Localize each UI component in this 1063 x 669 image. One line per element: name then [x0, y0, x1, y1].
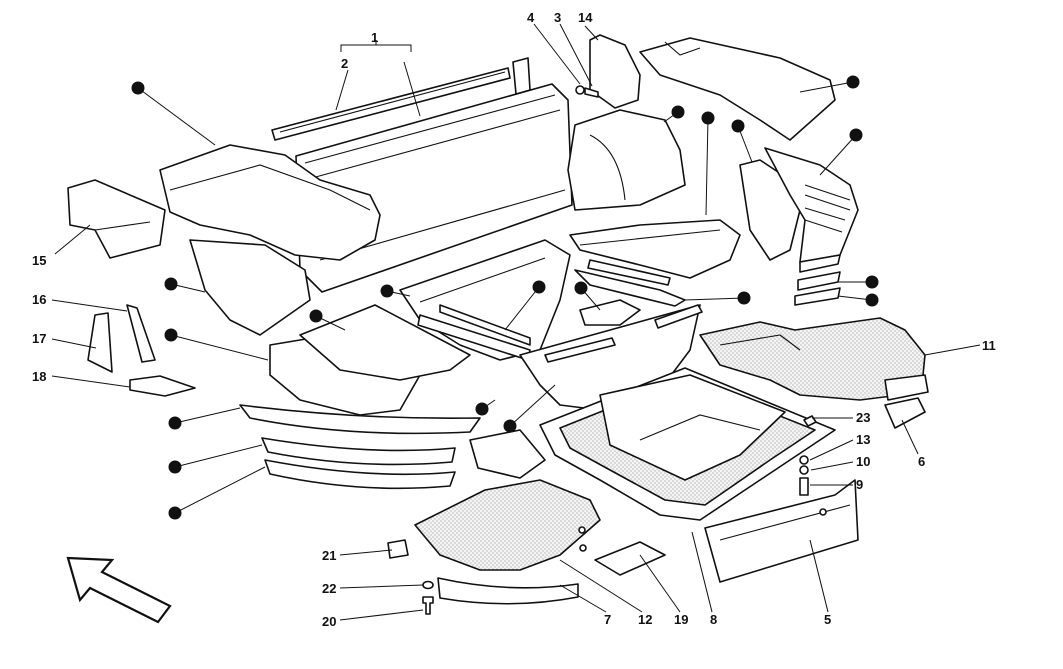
- callout-18: 18: [32, 369, 46, 384]
- callout-20: 20: [322, 614, 336, 629]
- callout-7: 7: [604, 612, 611, 627]
- callout-6: 6: [918, 454, 925, 469]
- marker-dot: [701, 111, 715, 125]
- front-trim-panel-5: [704, 479, 859, 583]
- callout-19: 19: [674, 612, 688, 627]
- marker-dot: [865, 275, 879, 289]
- marker-dot: [168, 416, 182, 430]
- wheelarch-panel: [567, 109, 686, 211]
- marker-dot: [475, 402, 489, 416]
- callout-14: 14: [578, 10, 593, 25]
- clip-21: [387, 539, 409, 559]
- arrow-icon: [66, 556, 172, 624]
- callout-2: 2: [341, 56, 348, 71]
- marker-dot: [131, 81, 145, 95]
- marker-dot: [164, 277, 178, 291]
- right-floor-panel: [569, 219, 741, 279]
- callout-9: 9: [856, 477, 863, 492]
- pillar-trim-16: [126, 304, 156, 363]
- large-cushion-pad: [159, 144, 381, 261]
- marker-dot: [309, 309, 323, 323]
- marker-dot: [532, 280, 546, 294]
- marker-dot: [846, 75, 860, 89]
- callout-21: 21: [322, 548, 336, 563]
- callout-labels: 1 2 3 4 5 6 7 8 9 10 11 12 13 14 15 16 1…: [32, 10, 996, 629]
- marker-dot: [503, 419, 517, 433]
- marker-dot: [574, 281, 588, 295]
- callout-12: 12: [638, 612, 652, 627]
- curved-strip-1: [239, 404, 481, 435]
- pillar-trim-17: [87, 312, 113, 373]
- unnumbered-markers: [131, 75, 879, 520]
- marker-dot: [737, 291, 751, 305]
- marker-dot: [380, 284, 394, 298]
- callout-22: 22: [322, 581, 336, 596]
- callout-5: 5: [824, 612, 831, 627]
- bracket-18: [129, 375, 196, 397]
- curved-strip-2: [261, 437, 456, 466]
- curved-strip-3: [264, 459, 456, 490]
- callout-4: 4: [527, 10, 535, 25]
- floor-mat-12[interactable]: [414, 479, 601, 571]
- callout-10: 10: [856, 454, 870, 469]
- marker-dot: [168, 506, 182, 520]
- callout-8: 8: [710, 612, 717, 627]
- callout-11: 11: [982, 338, 996, 353]
- callout-3: 3: [554, 10, 561, 25]
- marker-dot: [865, 293, 879, 307]
- callout-13: 13: [856, 432, 870, 447]
- top-cover-pad: [639, 37, 836, 141]
- side-panel-left: [299, 304, 471, 381]
- marker-dot: [164, 328, 178, 342]
- callout-17: 17: [32, 331, 46, 346]
- front-strip-7: [437, 577, 579, 605]
- lower-rear-panel: [189, 239, 311, 336]
- leader-lines: [51, 23, 981, 621]
- callout-16: 16: [32, 292, 46, 307]
- callout-1: 1: [371, 30, 378, 45]
- edge-trim-6: [884, 397, 926, 429]
- marker-dot: [671, 105, 685, 119]
- parts-layer: [67, 34, 929, 615]
- callout-23: 23: [856, 410, 870, 425]
- marker-dot: [849, 128, 863, 142]
- corner-block-15: [67, 179, 166, 259]
- plate-19: [594, 541, 666, 576]
- marker-dot: [731, 119, 745, 133]
- marker-dot: [168, 460, 182, 474]
- callout-15: 15: [32, 253, 46, 268]
